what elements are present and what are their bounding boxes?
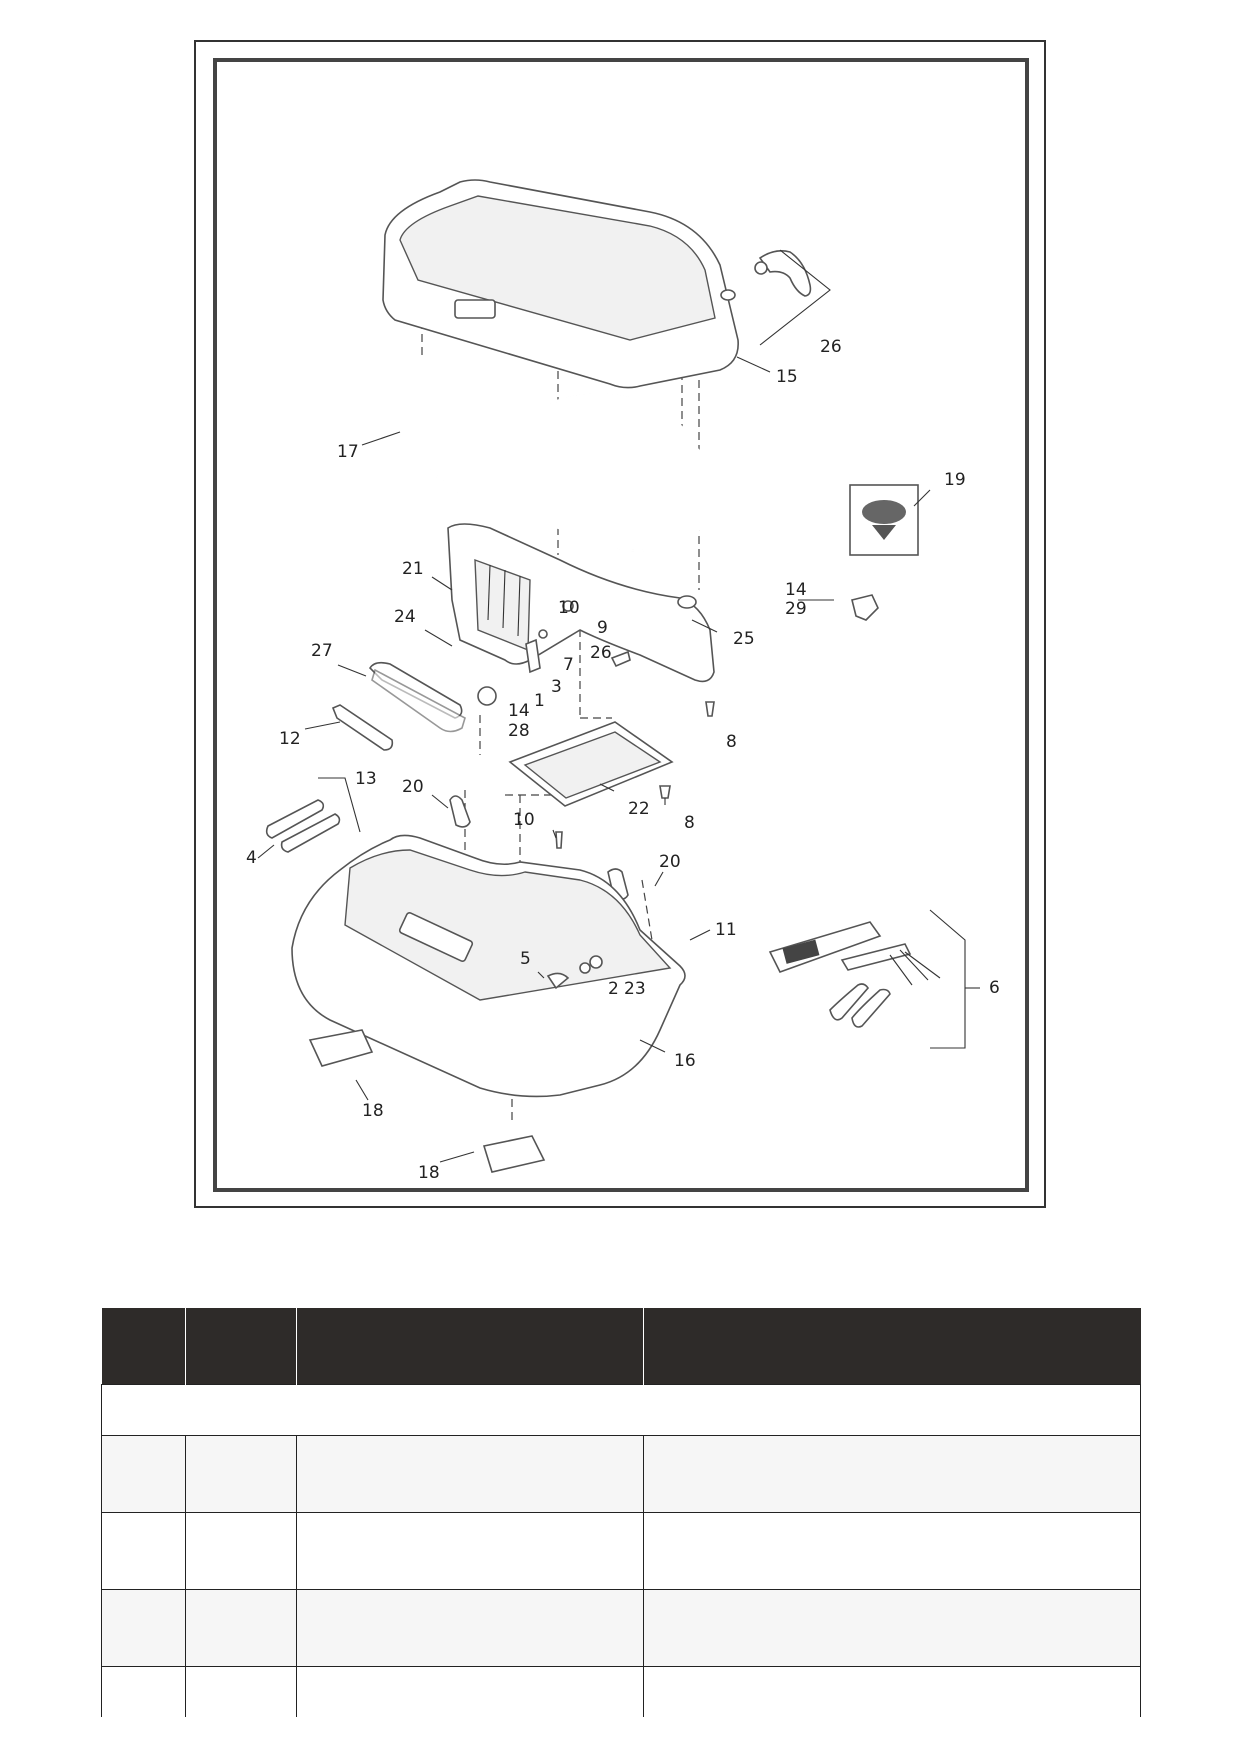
callout-17: 17 xyxy=(337,442,359,462)
header-cell xyxy=(296,1308,644,1385)
table-section-row xyxy=(101,1384,1141,1436)
callout-14a: 14 xyxy=(508,701,530,721)
small-bracket-part xyxy=(851,594,879,621)
callout-11: 11 xyxy=(715,920,737,940)
table-cell xyxy=(101,1666,186,1717)
header-cell xyxy=(185,1308,297,1385)
callout-10b: 10 xyxy=(513,810,535,830)
table-cell xyxy=(643,1512,1141,1590)
callout-14b: 14 xyxy=(785,580,807,600)
table-cell xyxy=(643,1435,1141,1513)
header-cell xyxy=(643,1308,1141,1385)
callout-9: 9 xyxy=(597,618,608,638)
callout-10a: 10 xyxy=(558,598,580,618)
callout-6: 6 xyxy=(989,978,1000,998)
callout-numbers: 1 2 3 4 5 6 7 8 8 9 10 10 11 12 13 14 14… xyxy=(246,337,1000,1183)
header-cell xyxy=(101,1308,186,1385)
callout-16: 16 xyxy=(674,1051,696,1071)
case-body-part xyxy=(291,834,686,1098)
callout-4: 4 xyxy=(246,848,257,868)
parts-table xyxy=(101,1308,1141,1717)
leader-lines xyxy=(257,356,931,1163)
table-header-row xyxy=(101,1308,1141,1385)
callout-1: 1 xyxy=(534,691,545,711)
callout-2: 2 xyxy=(608,979,619,999)
section-label xyxy=(101,1384,1141,1436)
callout-18b: 18 xyxy=(418,1163,440,1183)
callout-8b: 8 xyxy=(684,813,695,833)
table-cell xyxy=(296,1589,644,1667)
diagram-outer-frame xyxy=(194,40,1046,1208)
callout-20b: 20 xyxy=(659,852,681,872)
lid-latch-part xyxy=(720,249,831,346)
tool-kit-part xyxy=(768,909,980,1049)
table-row xyxy=(101,1589,1141,1667)
table-cell xyxy=(101,1512,186,1590)
callout-13: 13 xyxy=(355,769,377,789)
callout-15: 15 xyxy=(776,367,798,387)
screws-part xyxy=(555,785,671,849)
callout-22: 22 xyxy=(628,799,650,819)
callout-29: 29 xyxy=(785,599,807,619)
table-cell xyxy=(185,1589,297,1667)
callout-3: 3 xyxy=(551,677,562,697)
rails-part xyxy=(265,777,361,853)
table-row xyxy=(101,1666,1141,1717)
callout-26b: 26 xyxy=(590,643,612,663)
table-cell xyxy=(296,1435,644,1513)
callout-5: 5 xyxy=(520,949,531,969)
gasket-part xyxy=(382,356,738,553)
table-cell xyxy=(643,1589,1141,1667)
lid-part xyxy=(382,179,739,389)
callout-25: 25 xyxy=(733,629,755,649)
mount-clip-part xyxy=(308,1029,546,1173)
callout-7: 7 xyxy=(563,655,574,675)
table-cell xyxy=(185,1512,297,1590)
strip-bracket-part xyxy=(331,704,394,751)
callout-23: 23 xyxy=(624,979,646,999)
table-cell xyxy=(643,1666,1141,1717)
callout-28: 28 xyxy=(508,721,530,741)
guard-bar-part xyxy=(368,661,466,733)
callout-27: 27 xyxy=(311,641,333,661)
table-cell xyxy=(185,1666,297,1717)
exploded-parts-diagram: 1 2 3 4 5 6 7 8 8 9 10 10 11 12 13 14 14… xyxy=(246,179,1000,1183)
callout-24: 24 xyxy=(394,607,416,627)
table-cell xyxy=(185,1435,297,1513)
callout-20a: 20 xyxy=(402,777,424,797)
diagram-inner-frame xyxy=(213,58,1029,1192)
table-cell xyxy=(296,1666,644,1717)
hinge-assembly-part xyxy=(447,523,715,717)
table-cell xyxy=(296,1512,644,1590)
badge-box-part xyxy=(849,484,919,556)
callout-21: 21 xyxy=(402,559,424,579)
callout-19: 19 xyxy=(944,470,966,490)
table-cell xyxy=(101,1589,186,1667)
table-cell xyxy=(101,1435,186,1513)
callout-12: 12 xyxy=(279,729,301,749)
callout-8a: 8 xyxy=(726,732,737,752)
callout-18a: 18 xyxy=(362,1101,384,1121)
table-row xyxy=(101,1512,1141,1590)
table-row xyxy=(101,1435,1141,1513)
callout-26a: 26 xyxy=(820,337,842,357)
tray-plate-part xyxy=(508,721,674,807)
